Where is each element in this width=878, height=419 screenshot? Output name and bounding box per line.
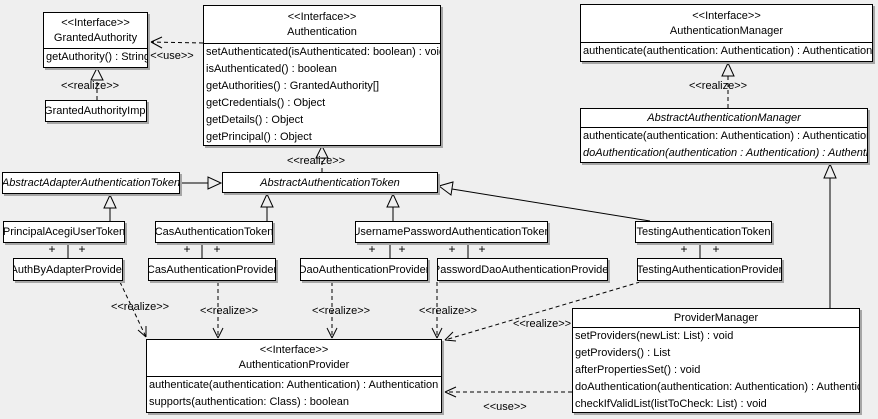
class-name: PrincipalAcegiUserToken	[3, 226, 125, 238]
class-testing-authentication-provider: TestingAuthenticationProvider	[637, 258, 782, 281]
class-abstract-authentication-token: AbstractAuthenticationToken	[222, 172, 438, 193]
class-name: TestingAuthenticationProvider	[637, 263, 782, 276]
class-name: CasAuthenticationProvider	[148, 263, 276, 276]
method: isAuthenticated() : boolean	[206, 63, 337, 75]
method: checkIfValidList(listToCheck: List) : vo…	[575, 398, 767, 410]
method: supports(authentication: Class) : boolea…	[149, 396, 349, 408]
use-label: <<use>>	[150, 50, 194, 62]
method: getAuthorities() : GrantedAuthority[]	[206, 80, 380, 92]
use-label: <<use>>	[483, 401, 527, 413]
realize-label: <<realize>>	[512, 318, 572, 330]
realize-label: <<realize>>	[418, 305, 478, 317]
realize-label: <<realize>>	[199, 305, 259, 317]
class-name: UsernamePasswordAuthenticationToken	[355, 226, 548, 238]
method: setAuthenticated(isAuthenticated: boolea…	[206, 46, 440, 58]
class-authentication-provider: <<Interface>> AuthenticationProvider aut…	[146, 339, 442, 413]
multiplicity-plus: +	[478, 242, 486, 256]
generalization-provider-manager-to-abstract-manager	[823, 162, 837, 308]
method: setProviders(newList: List) : void	[575, 330, 734, 342]
class-name: AbstractAuthenticationManager	[647, 111, 801, 124]
multiplicity-plus: +	[368, 242, 376, 256]
multiplicity-plus: +	[680, 242, 688, 256]
stereotype-label: <<Interface>>	[259, 344, 329, 356]
realize-label: <<realize>>	[110, 301, 170, 313]
multiplicity-plus: +	[712, 242, 720, 256]
method: getProviders() : List	[575, 347, 671, 359]
method: getDetails() : Object	[206, 114, 304, 126]
method: getAuthority() : String	[46, 51, 147, 63]
generalization-cas-authentication-token	[260, 192, 274, 221]
class-name: GrantedAuthorityImpl	[45, 105, 147, 117]
class-granted-authority-impl: GrantedAuthorityImpl	[45, 100, 147, 122]
method: doAuthentication(authentication : Authen…	[583, 147, 867, 159]
class-abstract-authentication-manager: AbstractAuthenticationManager authentica…	[580, 108, 868, 163]
realize-label: <<realize>>	[60, 80, 120, 92]
class-name: AuthByAdapterProvider	[13, 263, 123, 276]
multiplicity-plus: +	[213, 242, 221, 256]
multiplicity-plus: +	[48, 242, 56, 256]
method: authenticate(authentication: Authenticat…	[149, 379, 439, 391]
stereotype-label: <<Interface>>	[692, 9, 761, 22]
multiplicity-plus: +	[398, 242, 406, 256]
class-name: AuthenticationProvider	[238, 359, 350, 371]
method: authenticate(authentication: Authenticat…	[583, 130, 867, 142]
realize-label: <<realize>>	[688, 80, 748, 92]
class-name: AbstractAuthenticationToken	[260, 176, 400, 189]
class-granted-authority: <<Interface>> GrantedAuthority getAuthor…	[43, 12, 148, 68]
class-name: Authentication	[287, 25, 357, 38]
class-name: GrantedAuthority	[53, 31, 138, 44]
class-name: AuthenticationManager	[669, 24, 784, 37]
class-name: DaoAuthenticationProvider	[300, 263, 428, 276]
class-name: AbstractAdapterAuthenticationToken	[2, 177, 180, 189]
method: getCredentials() : Object	[206, 97, 326, 109]
realize-label: <<realize>>	[311, 305, 371, 317]
class-authentication-manager: <<Interface>> AuthenticationManager auth…	[580, 4, 873, 62]
generalization-adapter-token-to-abstract-token	[180, 176, 223, 190]
multiplicity-plus: +	[183, 242, 191, 256]
stereotype-label: <<Interface>>	[287, 10, 357, 23]
class-password-dao-authentication-provider: PasswordDaoAuthenticationProvider	[437, 258, 608, 281]
class-abstract-adapter-authentication-token: AbstractAdapterAuthenticationToken	[2, 172, 180, 194]
use-dependency-authentication-to-granted-authority	[150, 36, 204, 49]
class-authentication: <<Interface>> Authentication setAuthenti…	[203, 5, 441, 146]
class-auth-by-adapter-provider: AuthByAdapterProvider	[13, 258, 123, 281]
class-name: ProviderManager	[673, 311, 759, 324]
class-testing-authentication-token: TestingAuthenticationToken	[635, 221, 772, 243]
class-provider-manager: ProviderManager setProviders(newList: Li…	[572, 308, 860, 413]
class-name: CasAuthenticationToken	[155, 226, 273, 238]
generalization-username-password-token	[386, 192, 400, 221]
class-principal-acegi-user-token: PrincipalAcegiUserToken	[3, 221, 125, 243]
generalization-testing-token	[437, 181, 651, 222]
method: getPrincipal() : Object	[206, 131, 312, 143]
method: afterPropertiesSet() : void	[575, 364, 701, 376]
generalization-principal-acegi-user-token	[103, 193, 117, 221]
class-name: PasswordDaoAuthenticationProvider	[437, 263, 608, 276]
multiplicity-plus: +	[78, 242, 86, 256]
class-username-password-authentication-token: UsernamePasswordAuthenticationToken	[355, 221, 548, 243]
stereotype-label: <<Interface>>	[61, 16, 130, 29]
realize-label: <<realize>>	[286, 155, 346, 167]
class-dao-authentication-provider: DaoAuthenticationProvider	[300, 258, 428, 281]
class-name: TestingAuthenticationToken	[636, 226, 771, 238]
method: doAuthentication(authentication: Authent…	[575, 381, 859, 393]
use-dependency-provider-manager-to-authentication-provider	[444, 386, 572, 398]
multiplicity-plus: +	[448, 242, 456, 256]
method: authenticate(authentication: Authenticat…	[583, 45, 872, 57]
class-cas-authentication-provider: CasAuthenticationProvider	[148, 258, 276, 281]
class-cas-authentication-token: CasAuthenticationToken	[155, 221, 273, 243]
